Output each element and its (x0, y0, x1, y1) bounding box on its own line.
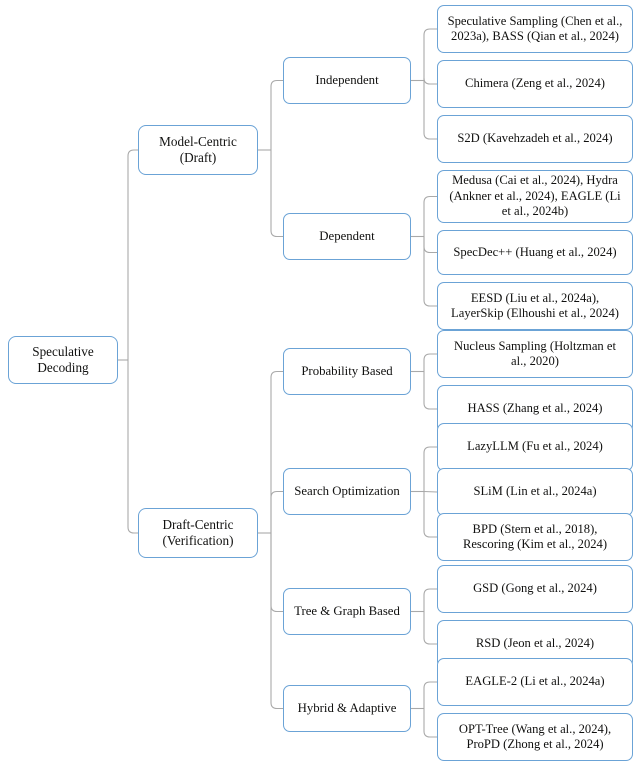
connector (423, 371, 437, 410)
leaf-node-specdecpp: SpecDec++ (Huang et al., 2024) (437, 230, 633, 275)
connector (423, 708, 437, 738)
category-node-independent: Independent (283, 57, 411, 104)
leaf-node-slim: SLiM (Lin et al., 2024a) (437, 468, 633, 516)
leaf-node-chimera: Chimera (Zeng et al., 2024) (437, 60, 633, 108)
category-node-search-optimization: Search Optimization (283, 468, 411, 515)
connector (423, 236, 437, 307)
connector (423, 195, 437, 237)
connector (423, 491, 437, 538)
branch-node-draft-centric: Draft-Centric(Verification) (138, 508, 258, 558)
leaf-node-eagle-2: EAGLE-2 (Li et al., 2024a) (437, 658, 633, 706)
connector (270, 370, 283, 533)
connector (127, 149, 138, 360)
leaf-node-lazyllm: LazyLLM (Fu et al., 2024) (437, 423, 633, 471)
category-node-probability-based: Probability Based (283, 348, 411, 395)
category-node-tree-graph-based: Tree & Graph Based (283, 588, 411, 635)
connector (270, 79, 283, 150)
connector (423, 77, 437, 85)
connector (423, 28, 437, 81)
connector (423, 611, 437, 645)
connector (270, 533, 283, 710)
branch-node-model-centric: Model-Centric(Draft) (138, 125, 258, 175)
leaf-node-speculative-sampling-bass: Speculative Sampling (Chen et al.,2023a)… (437, 5, 633, 53)
connector (423, 588, 437, 612)
connector (270, 533, 283, 613)
connector (127, 360, 138, 534)
category-node-dependent: Dependent (283, 213, 411, 260)
connector (423, 490, 438, 493)
leaf-node-eesd-layerskip: EESD (Liu et al., 2024a),LayerSkip (Elho… (437, 282, 633, 330)
leaf-node-opt-tree-propd: OPT-Tree (Wang et al., 2024),ProPD (Zhon… (437, 713, 633, 761)
leaf-node-bpd-rescoring: BPD (Stern et al., 2018),Rescoring (Kim … (437, 513, 633, 561)
connector (270, 490, 283, 533)
connector (423, 681, 437, 709)
connector (423, 236, 437, 254)
category-node-hybrid-adaptive: Hybrid & Adaptive (283, 685, 411, 732)
leaf-node-medusa-hydra-eagle: Medusa (Cai et al., 2024), Hydra(Ankner … (437, 170, 633, 223)
connector (423, 353, 437, 372)
connector (423, 446, 437, 492)
connector (270, 150, 283, 238)
leaf-node-s2d: S2D (Kavehzadeh et al., 2024) (437, 115, 633, 163)
leaf-node-gsd: GSD (Gong et al., 2024) (437, 565, 633, 613)
connector (423, 80, 437, 140)
